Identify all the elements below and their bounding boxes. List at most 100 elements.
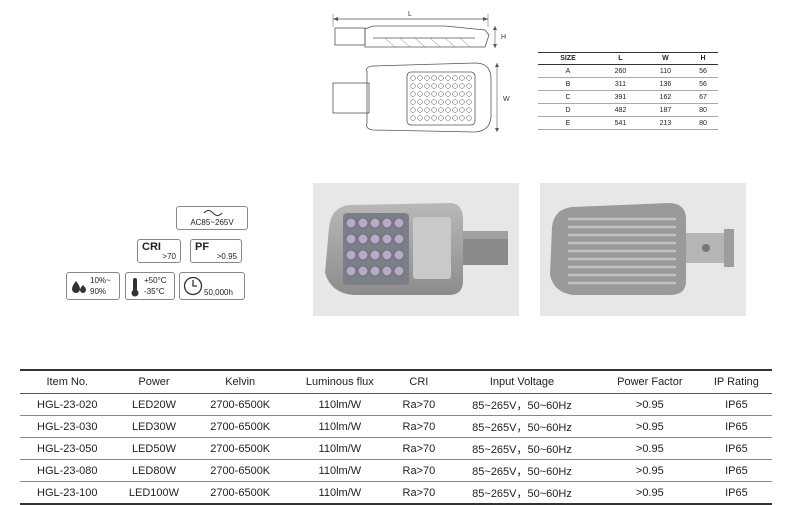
table-cell: 2700-6500K [193, 437, 288, 460]
width-col-header: W [642, 52, 688, 65]
pf-value: >0.95 [216, 252, 237, 261]
table-row: HGL-23-020 LED20W 2700-6500K 110lm/W Ra>… [20, 393, 772, 416]
table-cell: >0.95 [598, 459, 701, 482]
product-table-header: Item No. Power Kelvin Luminous flux CRI … [20, 369, 772, 394]
table-cell: 85~265V，50~60Hz [445, 437, 599, 460]
table-row: D 482 187 80 [538, 103, 718, 117]
table-cell: LED100W [114, 481, 194, 505]
power-factor-header: Power Factor [598, 369, 701, 394]
table-cell: Ra>70 [392, 393, 446, 416]
humidity-badge: 10%~ 90% [66, 272, 120, 300]
table-cell: IP65 [700, 481, 772, 505]
table-cell: E [538, 116, 598, 130]
table-cell: >0.95 [598, 481, 701, 505]
table-cell: 110lm/W [287, 393, 393, 416]
item-no-header: Item No. [20, 369, 115, 394]
table-cell: IP65 [700, 415, 772, 438]
humidity-max: 10%~ [90, 276, 111, 285]
table-cell: 136 [642, 77, 688, 91]
height-col-header: H [687, 52, 718, 65]
table-cell: 110lm/W [287, 437, 393, 460]
table-cell: A [538, 64, 598, 78]
table-row: E 541 213 80 [538, 116, 718, 130]
table-cell: 541 [597, 116, 643, 130]
table-cell: 2700-6500K [193, 393, 288, 416]
product-photo-back [540, 183, 746, 316]
lifetime-badge: 50,000h [179, 272, 245, 300]
pf-badge: PF >0.95 [190, 239, 242, 263]
water-drop-icon [72, 281, 86, 293]
led-array [345, 217, 405, 277]
cri-value: >70 [162, 252, 176, 261]
table-cell: 110lm/W [287, 415, 393, 438]
temperature-badge: +50°C -35°C [125, 272, 175, 300]
table-cell: Ra>70 [392, 481, 446, 505]
clock-icon [183, 276, 203, 296]
kelvin-header: Kelvin [193, 369, 288, 394]
table-cell: Ra>70 [392, 415, 446, 438]
ac-wave-icon [203, 210, 223, 216]
table-cell: B [538, 77, 598, 91]
table-cell: >0.95 [598, 415, 701, 438]
table-cell: 85~265V，50~60Hz [445, 481, 599, 505]
humidity-min: 90% [90, 287, 107, 296]
power-header: Power [114, 369, 194, 394]
table-cell: LED50W [114, 437, 194, 460]
dimension-drawings: L H W [332, 11, 510, 133]
table-cell: 162 [642, 90, 688, 104]
table-cell: C [538, 90, 598, 104]
table-cell: IP65 [700, 393, 772, 416]
table-cell: 56 [687, 64, 718, 78]
lifetime-text: 50,000h [204, 288, 233, 297]
table-row: HGL-23-100 LED100W 2700-6500K 110lm/W Ra… [20, 481, 772, 505]
heat-sink-fins [568, 217, 676, 285]
table-row: B 311 136 56 [538, 77, 718, 91]
pf-title: PF [195, 241, 210, 253]
table-cell: >0.95 [598, 393, 701, 416]
size-table: SIZE L W H A 260 110 56 B 311 136 56 C 3… [538, 52, 718, 130]
table-cell: 80 [687, 116, 718, 130]
table-row: C 391 162 67 [538, 90, 718, 104]
product-spec-table: Item No. Power Kelvin Luminous flux CRI … [20, 369, 772, 505]
voltage-text: AC85~265V [190, 218, 234, 227]
table-cell: LED80W [114, 459, 194, 482]
table-cell: HGL-23-050 [20, 437, 115, 460]
table-cell: 80 [687, 103, 718, 117]
width-label: W [503, 96, 510, 103]
table-cell: 85~265V，50~60Hz [445, 393, 599, 416]
table-cell: 2700-6500K [193, 481, 288, 505]
length-col-header: L [597, 52, 643, 65]
table-cell: 2700-6500K [193, 415, 288, 438]
table-cell: 391 [597, 90, 643, 104]
table-cell: LED20W [114, 393, 194, 416]
table-cell: 2700-6500K [193, 459, 288, 482]
thermometer-icon [131, 278, 139, 297]
table-cell: 67 [687, 90, 718, 104]
table-cell: 56 [687, 77, 718, 91]
table-row: HGL-23-050 LED50W 2700-6500K 110lm/W Ra>… [20, 437, 772, 460]
table-cell: 187 [642, 103, 688, 117]
table-cell: D [538, 103, 598, 117]
table-cell: HGL-23-030 [20, 415, 115, 438]
table-cell: HGL-23-080 [20, 459, 115, 482]
product-photo-front [313, 183, 519, 316]
length-label: L [408, 11, 412, 18]
table-row: HGL-23-030 LED30W 2700-6500K 110lm/W Ra>… [20, 415, 772, 438]
table-row: A 260 110 56 [538, 64, 718, 78]
height-label: H [501, 34, 506, 41]
ip-rating-header: IP Rating [700, 369, 772, 394]
table-cell: >0.95 [598, 437, 701, 460]
side-view-drawing [334, 25, 490, 48]
table-cell: Ra>70 [392, 459, 446, 482]
size-col-header: SIZE [538, 52, 598, 65]
luminous-flux-header: Luminous flux [287, 369, 393, 394]
table-row: HGL-23-080 LED80W 2700-6500K 110lm/W Ra>… [20, 459, 772, 482]
temp-low: -35°C [144, 287, 165, 296]
table-cell: IP65 [700, 459, 772, 482]
table-cell: 110 [642, 64, 688, 78]
size-table-header: SIZE L W H [538, 52, 718, 65]
voltage-badge: AC85~265V [176, 206, 248, 230]
table-cell: 85~265V，50~60Hz [445, 459, 599, 482]
temp-high: +50°C [144, 276, 167, 285]
table-cell: LED30W [114, 415, 194, 438]
